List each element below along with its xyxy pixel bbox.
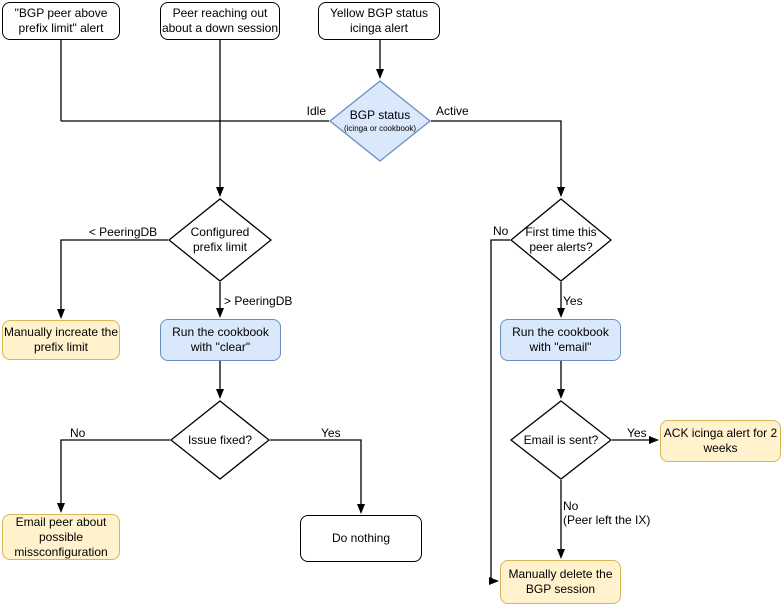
diamond-shape <box>329 80 431 162</box>
edge-label-issue-no: No <box>70 426 86 440</box>
edge-label-first-no: No <box>493 224 509 238</box>
edge-first-time-no <box>489 239 510 585</box>
diamond-email-is-sent: Email is sent? <box>510 400 612 480</box>
node-do-nothing: Do nothing <box>300 515 422 562</box>
edge-label-issue-yes: Yes <box>321 426 341 440</box>
edge-label-active: Active <box>436 104 469 118</box>
node-run-cookbook-email: Run the cookbook with "email" <box>500 319 621 361</box>
edge-label-idle: Idle <box>306 104 326 118</box>
edge-active-branch <box>431 120 565 197</box>
node-peer-reaching-out: Peer reaching out about a down session <box>160 2 280 40</box>
diamond-shape <box>510 400 612 480</box>
diamond-first-time-peer-alerts: First time this peer alerts? <box>510 198 612 282</box>
node-manually-delete-bgp-session: Manually delete the BGP session <box>500 560 621 604</box>
edge-issue-yes <box>270 439 365 514</box>
diamond-configured-prefix-limit: Configured prefix limit <box>168 198 272 282</box>
diamond-bgp-status-title: BGP status <box>349 108 411 122</box>
node-ack-icinga-alert: ACK icinga alert for 2 weeks <box>660 420 781 462</box>
edge-label-email-no: No (Peer left the IX) <box>563 499 651 527</box>
diamond-shape <box>510 198 612 282</box>
diamond-email-is-sent-label: Email is sent? <box>523 432 599 447</box>
diamond-shape <box>168 198 272 282</box>
diamond-issue-fixed: Issue fixed? <box>170 400 270 480</box>
edge-label-first-yes: Yes <box>563 294 583 308</box>
edge-label-lt-peeringdb: < PeeringDB <box>88 225 158 239</box>
diamond-bgp-status: BGP status (icinga or cookbook) <box>329 80 431 162</box>
diamond-bgp-status-subtitle: (icinga or cookbook) <box>343 124 417 133</box>
diamond-issue-fixed-label: Issue fixed? <box>187 432 253 447</box>
node-manually-increate-prefix-limit: Manually increate the prefix limit <box>2 320 120 360</box>
edge-issue-no <box>57 439 170 513</box>
diamond-shape <box>170 400 270 480</box>
diamond-configured-prefix-limit-label: Configured prefix limit <box>190 225 250 254</box>
node-email-peer-missconfiguration: Email peer about possible missconfigurat… <box>2 514 120 560</box>
node-yellow-bgp-alert: Yellow BGP status icinga alert <box>318 2 440 40</box>
node-run-cookbook-clear: Run the cookbook with "clear" <box>160 319 281 361</box>
node-prefix-limit-alert: "BGP peer above prefix limit" alert <box>2 2 120 40</box>
edge-label-email-yes: Yes <box>627 426 647 440</box>
edge-label-gt-peeringdb: > PeeringDB <box>224 294 293 308</box>
edge-configured-lt-peeringdb <box>57 239 168 319</box>
diamond-first-time-peer-alerts-label: First time this peer alerts? <box>525 225 597 254</box>
